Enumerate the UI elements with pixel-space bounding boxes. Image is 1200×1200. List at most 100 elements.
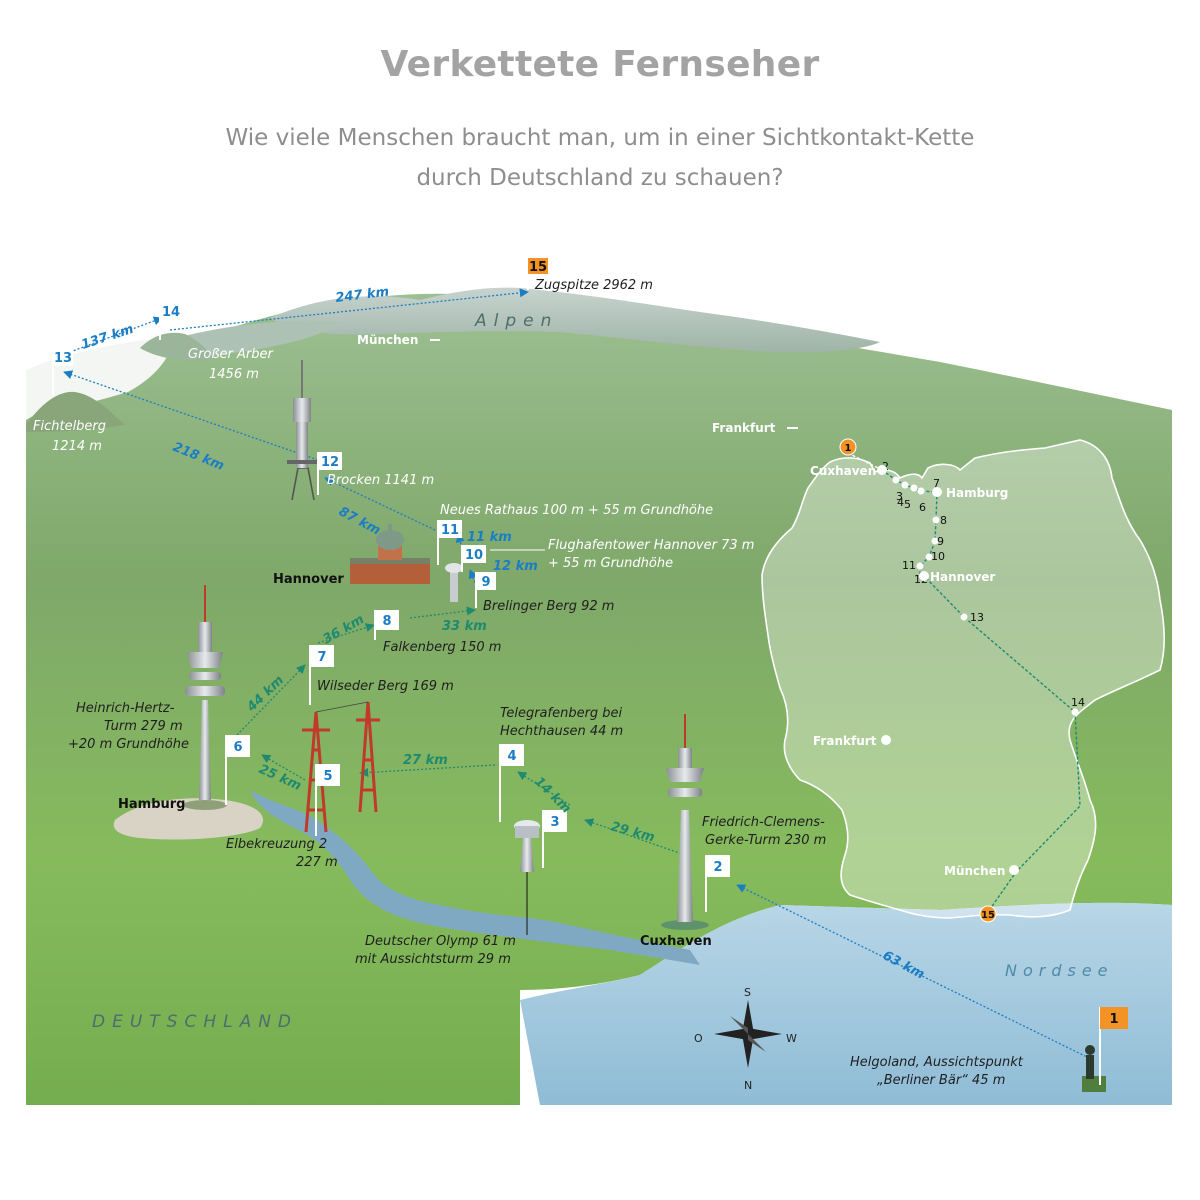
flag-icon [316,764,340,786]
inset-stop-5: 5 [904,484,918,511]
inset-stop-15: 15 [979,905,997,923]
label-region-deutschland: DEUTSCHLAND [92,1012,298,1032]
route-8-9 [409,606,476,619]
label-brocken: Brocken 1141 m [327,473,434,488]
flag-14: 14 [159,302,182,340]
flag-number: 13 [54,351,72,366]
distance-10-11: 11 km [467,530,512,545]
route-9-10 [468,569,479,591]
label-gerke-2: Gerke-Turm 230 m [705,833,826,848]
compass-west: W [786,1032,797,1045]
inset-city-dot [1009,865,1019,875]
flag-icon [462,545,486,563]
page-subtitle: Wie viele Menschen braucht man, um in ei… [0,118,1200,198]
inset-stop-8: 8 [932,514,947,527]
subtitle-line-1: Wie viele Menschen braucht man, um in ei… [225,125,975,151]
page-title: Verkettete Fernseher [380,44,820,85]
label-elbe-1: Elbekreuzung 2 [226,837,327,852]
label-fichtelberg-1: Fichtelberg [33,419,106,434]
label-region-alpen: Alpen [474,311,558,331]
subtitle-line-2: durch Deutschland zu schauen? [416,165,784,191]
label-hhturm-2: Turm 279 m [104,719,183,734]
flag-icon [310,645,334,667]
flag-2: 2 [705,855,730,912]
compass-south: S [744,986,751,999]
inset-dot [917,487,925,495]
inset-city-dot [881,735,891,745]
label-city-muenchen: München [357,333,418,347]
label-wilseder: Wilseder Berg 169 m [317,679,454,694]
inset-label-frankfurt: Frankfurt [813,734,877,748]
flag-number: 3 [550,815,559,830]
label-hhturm-1: Heinrich-Hertz- [76,701,175,716]
flag-icon [438,520,462,538]
inset-number: 3 [896,490,903,503]
label-elbe-2: 227 m [296,855,338,870]
inset-stop-11: 11 [902,559,924,572]
label-flughafen-2: + 55 m Grundhöhe [548,556,673,571]
elbe-river [250,790,700,965]
route-6-7 [236,664,306,736]
flag-number: 9 [481,575,490,590]
inset-stop-1: 1 [839,438,857,456]
land-area [26,293,1172,1105]
inset-dot [932,516,940,524]
flag-1: 1 [1099,1007,1128,1085]
inset-number: 7 [933,477,940,490]
flag-number: 11 [441,523,459,538]
inset-number: 9 [937,535,944,548]
label-brelinger: Brelinger Berg 92 m [483,599,614,614]
inset-dot [901,481,909,489]
flag-number: 6 [233,740,242,755]
route-lines [63,288,1094,1061]
flag-icon [500,744,524,766]
flag-icon [1100,1007,1128,1029]
flughafen-tower [445,563,463,602]
flag-13: 13 [52,348,73,395]
flag-4: 4 [499,744,524,822]
inset-label-muenchen: München [944,864,1005,878]
inset-stop-6: 6 [917,487,926,514]
inset-dot [931,537,939,545]
flag-icon [528,258,548,274]
flag-9: 9 [475,572,496,608]
fichtelberg-hill [26,391,125,432]
label-region-nordsee: Nordsee [1005,961,1114,980]
label-zugspitze: Zugspitze 2962 m [534,278,653,293]
label-helgoland-2: „Berliner Bär“ 45 m [877,1073,1005,1088]
distance-9-10: 12 km [493,559,538,574]
route-5-6 [261,754,306,781]
inset-dot [892,476,900,484]
flag-number: 5 [323,769,332,784]
compass-north: N [744,1079,752,1092]
label-gerke-1: Friedrich-Clemens- [702,815,825,830]
flag-10: 10 [461,545,486,572]
inset-label-hannover: Hannover [930,570,995,584]
label-telegrafen-1: Telegrafenberg bei [500,706,623,721]
flag-number: 1 [1109,1012,1118,1027]
label-city-frankfurt: Frankfurt [712,421,776,435]
inset-dot [960,613,968,621]
flag-11: 11 [437,520,462,565]
flag-icon [375,610,399,630]
route-12-13 [63,370,319,461]
flag-6: 6 [225,735,250,805]
label-fichtelberg-2: 1214 m [52,439,102,454]
label-helgoland: Helgoland, Aussichtspunkt [850,1055,1024,1070]
flag-icon [160,302,182,320]
inset-dot [910,484,918,492]
hannover-rathaus [350,524,430,584]
inset-dot [925,553,933,561]
inset-stop-14: 14 [1071,696,1085,716]
label-telegrafen-2: Hechthausen 44 m [500,724,623,739]
flag-number: 14 [162,305,180,320]
label-flughafen-1: Flughafentower Hannover 73 m [548,538,754,553]
route-11-12 [324,477,436,531]
distance-8-9: 33 km [442,619,487,634]
germany-outline [761,439,1165,919]
inset-stop-3: 3 [892,476,903,503]
inset-city-dot [919,571,929,581]
inset-dot [1071,708,1079,716]
hh-tower [183,585,227,810]
